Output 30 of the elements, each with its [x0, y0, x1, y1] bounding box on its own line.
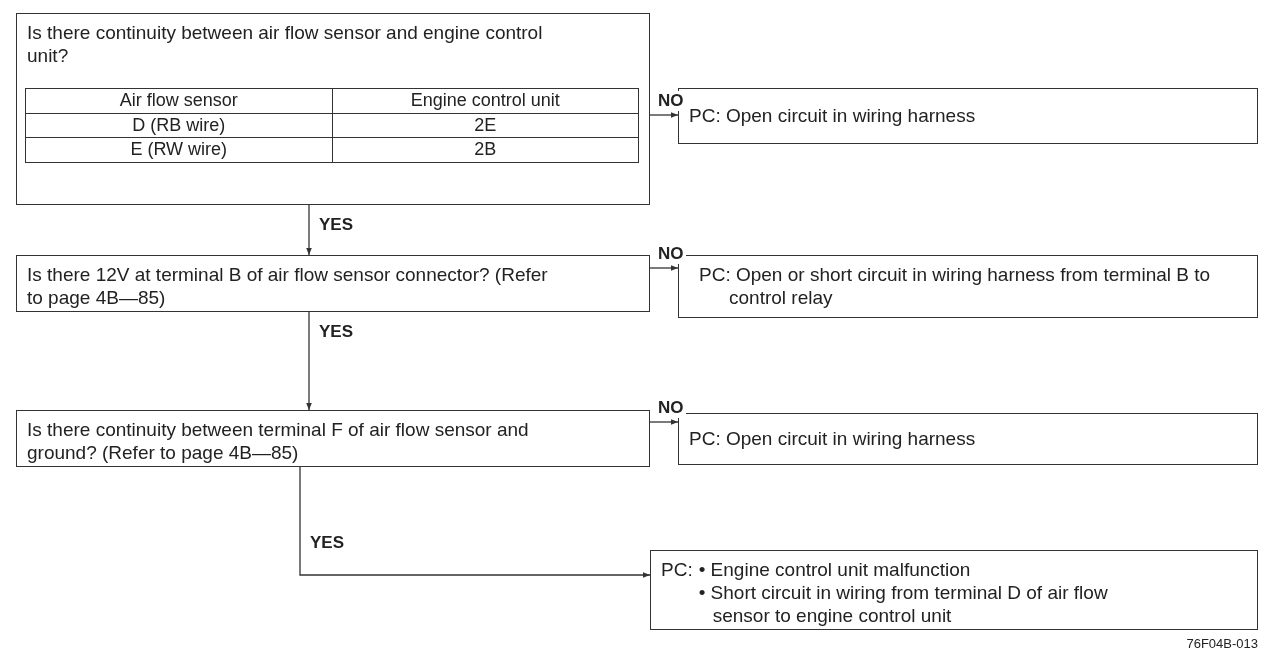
- result-text: PC: Open circuit in wiring harness: [689, 104, 976, 128]
- table-cell: Air flow sensor: [25, 88, 332, 114]
- question-text: Is there continuity between terminal F of air flow sensor and ground? (Refer to page 4B—85): [27, 419, 530, 465]
- table-cell: 2E: [332, 113, 639, 138]
- result-box: [678, 413, 1258, 465]
- question-box: [650, 550, 1258, 630]
- result-text: PC: Open circuit in wiring harness: [689, 427, 976, 451]
- edge-label: NO: [656, 244, 686, 264]
- result-prefix: PC:: [661, 559, 693, 582]
- arrow: [299, 466, 651, 578]
- table-cell: D (RB wire): [25, 113, 332, 138]
- question-text: Is there 12V at terminal B of air flow sensor connector? (Refer to page 4B—85): [27, 264, 549, 310]
- figure-code: 76F04B-013: [1186, 636, 1258, 651]
- arrow: [649, 265, 679, 271]
- question-box: [16, 255, 650, 312]
- arrow: [649, 112, 679, 118]
- arrow: [306, 204, 312, 256]
- arrow: [306, 311, 312, 411]
- question-text: Is there continuity between air flow sensor and engine control unit?: [27, 22, 544, 68]
- question-box: [16, 13, 650, 205]
- edge-label: NO: [656, 91, 686, 111]
- result-text: • Engine control unit malfunction: [698, 559, 972, 582]
- arrow: [649, 419, 679, 425]
- question-box: [16, 410, 650, 467]
- table-cell: Engine control unit: [332, 88, 639, 114]
- table-cell: 2B: [332, 137, 639, 163]
- edge-label: NO: [656, 398, 686, 418]
- table-cell: E (RW wire): [25, 137, 332, 163]
- result-text: • Short circuit in wiring from terminal D of air flow sensor to engine control unit: [698, 581, 1109, 628]
- result-text: PC: Open or short circuit in wiring harness from terminal B to control relay: [698, 264, 1212, 310]
